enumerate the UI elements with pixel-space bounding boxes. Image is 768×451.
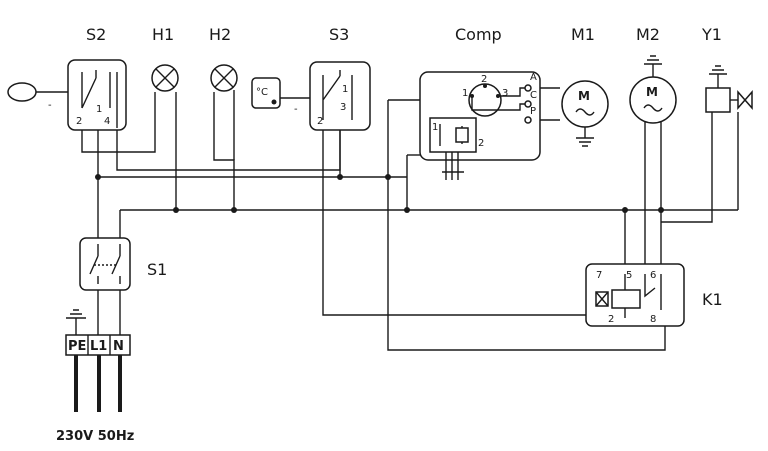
svg-text:2: 2 [317,116,323,127]
thermostat-symbol: °C [256,87,268,98]
wire-comp-k1 [387,177,666,351]
terminal-pe: PE [68,339,86,354]
svg-text:2: 2 [478,138,484,149]
k1-relay: 7 5 6 2 8 [585,263,685,327]
svg-text:7: 7 [596,270,602,281]
svg-text:-: - [48,100,52,111]
label-y1: Y1 [701,25,722,44]
terminal-n: N [113,339,124,354]
supply-label: 230V 50Hz [56,429,134,444]
junctions [95,174,664,213]
label-h1: H1 [152,25,174,44]
svg-text:1: 1 [462,88,468,99]
label-s1: S1 [147,260,167,279]
svg-text:5: 5 [626,270,632,281]
m2-motor: M [629,55,677,124]
terminal-l1: L1 [90,339,107,354]
svg-text:2: 2 [608,314,614,325]
label-m2: M2 [636,25,660,44]
terminal-block: PE L1 N [65,309,131,412]
s1-switch [79,237,131,291]
wire-h2-bus [213,92,235,210]
svg-text:A: A [530,72,537,83]
svg-text:1: 1 [96,104,102,115]
compressor: 1 2 3 A C P 1 2 [419,71,541,180]
svg-text:8: 8 [650,314,656,325]
label-h2: H2 [209,25,231,44]
wire-s3-k1 [322,130,620,316]
m1-symbol: M [578,89,590,103]
svg-text:1: 1 [342,84,348,95]
label-m1: M1 [571,25,595,44]
label-k1: K1 [702,290,723,309]
wire-s2-s3 [116,128,341,171]
svg-text:6: 6 [650,270,656,281]
label-s2: S2 [86,25,106,44]
s3-switch: 1 2 3 [309,61,371,131]
svg-text:4: 4 [104,116,110,127]
wire-y1-k1 [661,112,713,223]
label-comp: Comp [455,25,502,44]
svg-text:1: 1 [432,122,438,133]
h2-lamp [210,64,238,92]
svg-text:3: 3 [502,88,508,99]
wire-s2-h1 [81,92,156,153]
s2-switch: 1 2 4 [67,59,127,131]
wires [81,87,739,351]
svg-text:3: 3 [340,102,346,113]
m1-motor: M [561,80,609,147]
svg-text:2: 2 [481,74,487,85]
label-s3: S3 [329,25,349,44]
svg-text:-: - [294,104,298,115]
m2-symbol: M [646,85,658,99]
svg-text:P: P [530,106,536,117]
y1-valve [705,65,753,113]
svg-text:C: C [530,90,537,101]
svg-text:2: 2 [76,116,82,127]
h1-lamp [151,64,179,92]
